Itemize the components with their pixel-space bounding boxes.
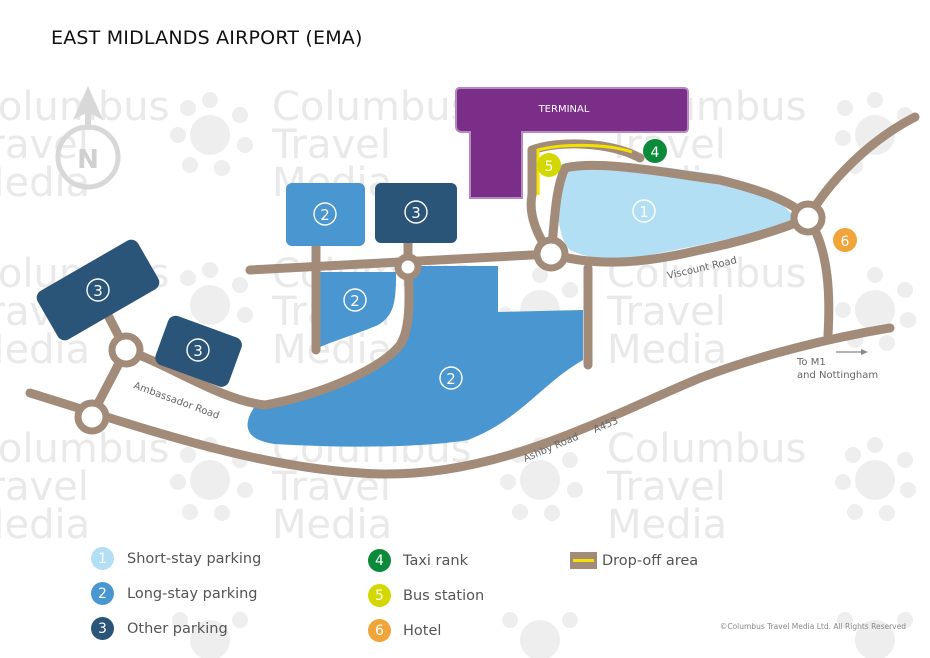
legend-other-parking: 3 Other parking [91, 617, 228, 640]
legend-taxi-rank: 4 Taxi rank [368, 549, 468, 572]
svg-text:4: 4 [651, 145, 660, 161]
car-park-long-stay-top: 2 [286, 183, 365, 246]
roundabouts [74, 200, 826, 435]
long-stay-parking-main [247, 266, 584, 447]
svg-text:6: 6 [841, 234, 850, 250]
map-title: EAST MIDLANDS AIRPORT (EMA) [51, 27, 363, 49]
zone-label-long-stay-middle: 2 [343, 288, 367, 312]
svg-text:1: 1 [639, 203, 649, 221]
svg-text:3: 3 [411, 204, 421, 222]
arrow-right-icon [836, 349, 868, 355]
hotel-swatch: 6 [368, 619, 391, 642]
legend-label: Hotel [403, 622, 442, 639]
long-stay-swatch: 2 [91, 582, 114, 605]
svg-text:2: 2 [350, 292, 360, 310]
taxi-rank-marker: 4 [643, 139, 667, 163]
zone-label-long-stay-main: 2 [439, 366, 463, 390]
north-label: N [77, 145, 99, 175]
hotel-marker: 6 [833, 228, 857, 252]
to-m1-line1: To M1 [797, 357, 826, 368]
drop-off-area-line [536, 143, 633, 195]
terminal-building: TERMINAL [455, 87, 689, 199]
legend-label: Other parking [127, 620, 228, 637]
other-parking-swatch: 3 [91, 617, 114, 640]
long-stay-parking-middle [318, 272, 396, 348]
watermark-logo [170, 92, 916, 658]
svg-text:5: 5 [545, 159, 554, 175]
taxi-rank-swatch: 4 [368, 549, 391, 572]
terminal-label: TERMINAL [538, 104, 590, 115]
north-arrow-icon: N [55, 86, 121, 190]
legend-drop-off: Drop-off area [570, 552, 698, 569]
copyright-text: ©Columbus Travel Media Ltd. All Rights R… [719, 622, 906, 631]
car-park-other-top: 3 [375, 183, 457, 243]
drop-off-swatch [570, 552, 597, 569]
to-m1-label: To M1 and Nottingham [797, 356, 878, 382]
car-park-other-left [36, 239, 160, 341]
legend-label: Bus station [403, 587, 485, 604]
legend-label: Short-stay parking [127, 550, 262, 567]
svg-text:2: 2 [320, 206, 330, 224]
legend-long-stay: 2 Long-stay parking [91, 582, 258, 605]
to-m1-line2: and Nottingham [797, 370, 879, 381]
svg-text:3: 3 [193, 342, 203, 360]
legend-label: Drop-off area [602, 552, 699, 569]
short-stay-swatch: 1 [91, 547, 114, 570]
svg-text:2: 2 [446, 370, 456, 388]
car-park-other-left-label: 3 [86, 278, 110, 302]
legend-label: Long-stay parking [127, 585, 258, 602]
legend-hotel: 6 Hotel [368, 619, 441, 642]
legend-label: Taxi rank [403, 552, 468, 569]
svg-text:3: 3 [93, 282, 103, 300]
zone-label-short-stay: 1 [632, 199, 656, 223]
bus-station-swatch: 5 [368, 584, 391, 607]
car-park-other-small-label: 3 [186, 338, 210, 362]
roads [25, 112, 920, 479]
car-park-other-small [155, 315, 242, 387]
legend-bus-station: 5 Bus station [368, 584, 484, 607]
bus-station-marker: 5 [537, 153, 561, 177]
legend-short-stay: 1 Short-stay parking [91, 547, 261, 570]
